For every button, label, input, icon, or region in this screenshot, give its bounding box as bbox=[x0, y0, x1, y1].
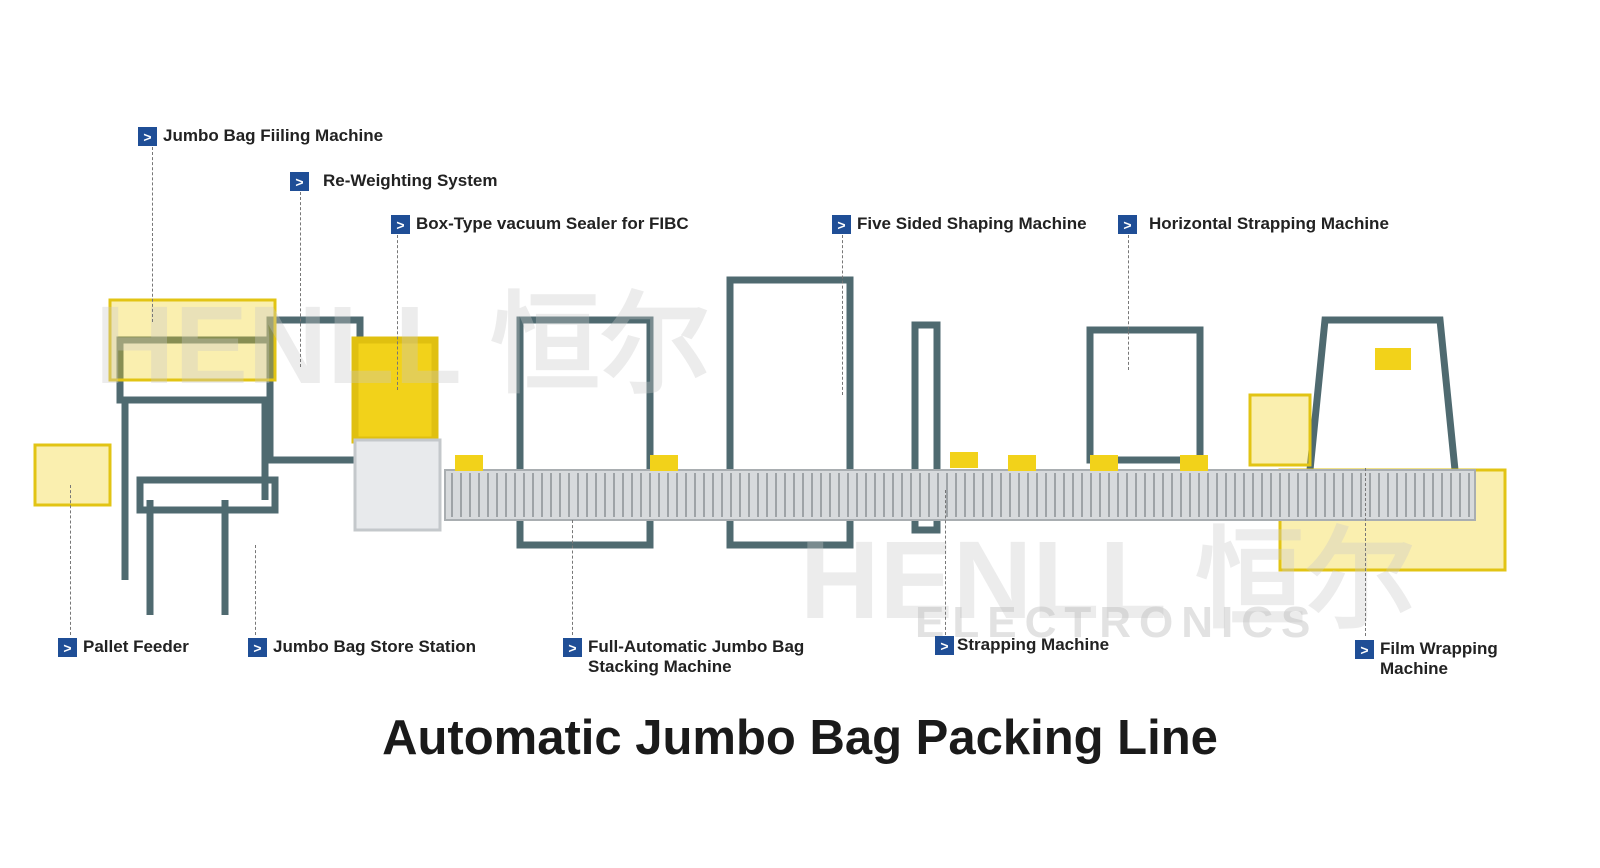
label-film-wrapping-machine: > Film Wrapping Machine bbox=[1355, 639, 1498, 679]
label-text: Box-Type vacuum Sealer for FIBC bbox=[416, 214, 689, 233]
label-text: Re-Weighting System bbox=[323, 171, 498, 190]
leader-line bbox=[300, 192, 301, 367]
label-strapping-machine: >Strapping Machine bbox=[935, 635, 1109, 655]
diagram-title: Automatic Jumbo Bag Packing Line bbox=[382, 711, 1218, 765]
label-horizontal-strapping-machine: > Horizontal Strapping Machine bbox=[1118, 214, 1389, 234]
leader-line bbox=[1365, 468, 1366, 636]
label-text: Strapping Machine bbox=[957, 635, 1110, 654]
chevron-right-icon: > bbox=[290, 172, 309, 191]
leader-line bbox=[255, 545, 256, 635]
label-text: Pallet Feeder bbox=[83, 637, 189, 656]
leader-line bbox=[1128, 235, 1129, 370]
label-five-sided-shaping-machine: > Five Sided Shaping Machine bbox=[832, 214, 1087, 234]
watermark-brand-2: HENLL 恒尔 bbox=[800, 519, 1416, 642]
label-jumbo-bag-filling-machine: > Jumbo Bag Fiiling Machine bbox=[138, 126, 383, 146]
leader-line bbox=[842, 235, 843, 395]
leader-line bbox=[397, 235, 398, 390]
chevron-right-icon: > bbox=[248, 638, 267, 657]
label-text: Jumbo Bag Fiiling Machine bbox=[163, 126, 384, 145]
roller-conveyor bbox=[444, 469, 1476, 521]
chevron-right-icon: > bbox=[138, 127, 157, 146]
label-text: Five Sided Shaping Machine bbox=[857, 214, 1087, 233]
label-pallet-feeder: > Pallet Feeder bbox=[58, 637, 189, 657]
label-box-type-vacuum-sealer: > Box-Type vacuum Sealer for FIBC bbox=[391, 214, 689, 234]
leader-line bbox=[152, 147, 153, 322]
label-stacking-machine: > Full-Automatic Jumbo Bag Stacking Machi… bbox=[563, 637, 804, 677]
leader-line bbox=[572, 520, 573, 635]
chevron-right-icon: > bbox=[1118, 215, 1137, 234]
label-text: Film Wrapping Machine bbox=[1380, 639, 1498, 678]
chevron-right-icon: > bbox=[563, 638, 582, 657]
label-text: Jumbo Bag Store Station bbox=[273, 637, 477, 656]
chevron-right-icon: > bbox=[832, 215, 851, 234]
label-re-weighting-system: > Re-Weighting System bbox=[290, 171, 497, 191]
leader-line bbox=[945, 490, 946, 635]
watermark-brand: HENLL 恒尔 bbox=[95, 284, 711, 407]
chevron-right-icon: > bbox=[1355, 640, 1374, 659]
chevron-right-icon: > bbox=[391, 215, 410, 234]
leader-line bbox=[70, 485, 71, 635]
chevron-right-icon: > bbox=[58, 638, 77, 657]
label-text: Full-Automatic Jumbo Bag Stacking Machin… bbox=[588, 637, 805, 676]
label-text: Horizontal Strapping Machine bbox=[1149, 214, 1389, 233]
label-jumbo-bag-store-station: > Jumbo Bag Store Station bbox=[248, 637, 476, 657]
chevron-right-icon: > bbox=[935, 636, 954, 655]
watermark-sub: ELECTRONICS bbox=[915, 598, 1319, 647]
